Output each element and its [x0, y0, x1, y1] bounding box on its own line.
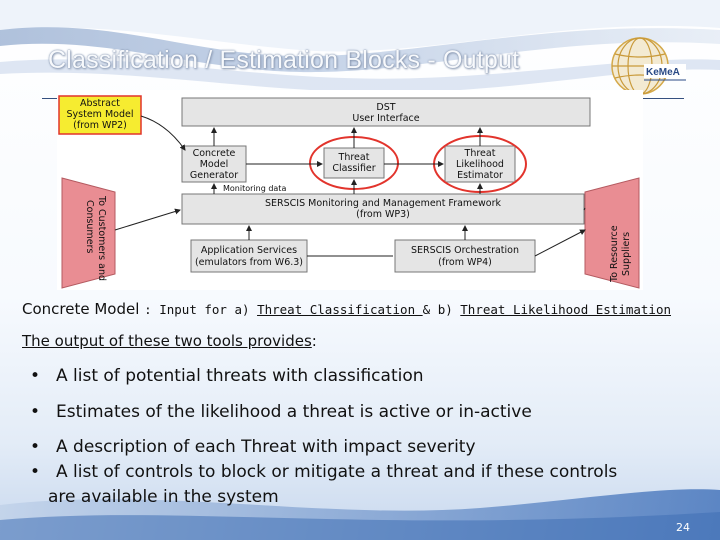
dst-label-1: DST [376, 102, 395, 113]
dst-label-2: User Interface [352, 113, 419, 124]
input-for-text: : Input for [144, 302, 235, 317]
suppliers-label-2: Suppliers [621, 232, 632, 276]
bullet-text-4: A list of controls to block or mitigate … [56, 462, 618, 482]
threat-likelihood-estimation-text: Threat Likelihood Estimation [460, 302, 671, 317]
abstract-model-box [58, 95, 142, 135]
customers-label-1: To Customers and [96, 195, 107, 281]
output-intro-colon: : [311, 332, 317, 350]
bullet-text-4-continued: are available in the system [48, 487, 279, 507]
kemea-globe-logo: KeMeA [611, 37, 686, 95]
appservices-label-1: Application Services [201, 245, 297, 256]
architecture-diagram: To Customers and Consumers To Resource S… [57, 90, 643, 290]
orchestration-label-2: (from WP4) [438, 257, 492, 268]
orchestration-label-1: SERSCIS Orchestration [411, 245, 519, 256]
option-b-text: & b) [422, 302, 461, 317]
suppliers-label-1: To Resource [609, 225, 620, 283]
dst-ui-box [181, 97, 591, 127]
customers-label-2: Consumers [84, 200, 95, 253]
logo-text: KeMeA [646, 67, 680, 78]
bullet-text-3: A description of each Threat with impact… [56, 437, 476, 457]
orchestration-box [394, 239, 536, 273]
likelihood-label-3: Estimator [457, 170, 503, 181]
bullet-dot: • [30, 366, 41, 386]
likelihood-label-1: Threat [464, 148, 496, 159]
monitoring-framework-box [181, 193, 585, 225]
framework-label-1: SERSCIS Monitoring and Management Framew… [265, 198, 502, 209]
bullet-text-1: A list of potential threats with classif… [56, 366, 424, 386]
abstract-label-3: (from WP2) [73, 120, 127, 131]
threat-classifier-box [323, 147, 385, 179]
appservices-label-2: (emulators from W6.3) [195, 257, 303, 268]
monitoring-data-label: Monitoring data [223, 184, 286, 193]
option-a-text: a) [234, 302, 258, 317]
concrete-label-2: Model [200, 159, 229, 170]
concrete-model-line: Concrete Model : Input for a) Threat Cla… [22, 300, 671, 318]
threat-classification-text: Threat Classification [257, 302, 423, 317]
slide-title: Classification / Estimation Blocks - Out… [48, 46, 520, 74]
diagram-connectors [114, 115, 586, 257]
classifier-label-1: Threat [338, 152, 370, 163]
abstract-label-2: System Model [67, 109, 134, 120]
customers-trapezoid [61, 177, 116, 289]
likelihood-estimator-box [444, 145, 516, 183]
classifier-label-2: Classifier [332, 163, 375, 174]
bullet-dot: • [30, 402, 41, 422]
bullet-dot: • [30, 437, 41, 457]
suppliers-trapezoid [584, 177, 640, 289]
concrete-label-3: Generator [190, 170, 238, 181]
concrete-model-box [181, 145, 247, 183]
application-services-box [190, 239, 308, 273]
bullet-text-2: Estimates of the likelihood a threat is … [56, 402, 532, 422]
concrete-model-text: Concrete Model [22, 300, 140, 318]
page-number: 24 [676, 521, 690, 534]
bullet-dot: • [30, 462, 41, 482]
likelihood-label-2: Likelihood [456, 159, 504, 170]
output-intro-line: The output of these two tools provides: [22, 332, 317, 350]
abstract-label-1: Abstract [80, 98, 120, 109]
concrete-label-1: Concrete [193, 148, 236, 159]
output-intro-text: The output of these two tools provides [22, 332, 312, 350]
framework-label-2: (from WP3) [356, 209, 410, 220]
